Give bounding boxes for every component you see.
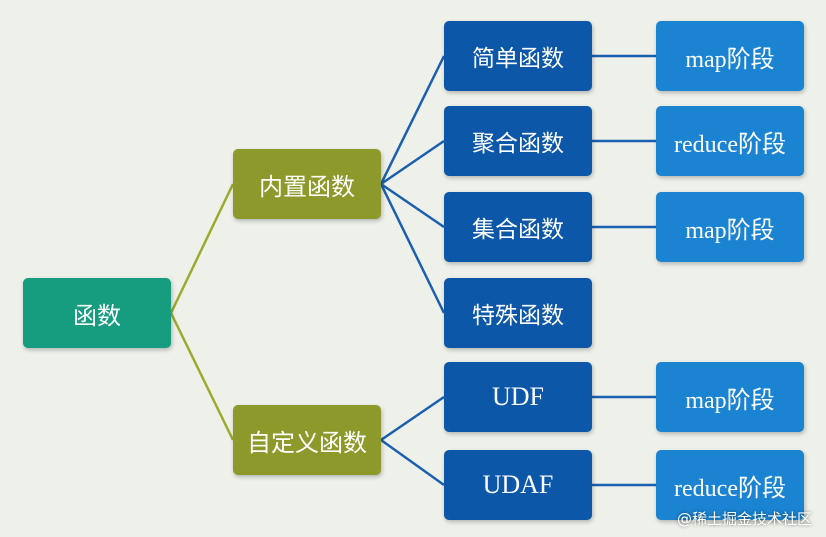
special-functions-node: 特殊函数 xyxy=(444,278,592,348)
custom-functions-label: 自定义函数 xyxy=(247,428,367,457)
collection-functions-label: 集合函数 xyxy=(472,217,564,243)
aggregate-functions-node: 聚合函数 xyxy=(444,106,592,176)
collection-functions-node: 集合函数 xyxy=(444,192,592,262)
udaf-node: UDAF xyxy=(444,450,592,520)
root-node: 函数 xyxy=(23,278,171,348)
builtin-functions-node: 内置函数 xyxy=(233,149,381,219)
simple-functions-node: 简单函数 xyxy=(444,21,592,91)
aggregate-functions-label: 聚合函数 xyxy=(472,131,564,157)
level1-to-level2-edges xyxy=(379,55,446,487)
simple-stage-node: map阶段 xyxy=(656,21,804,91)
udf-label: UDF xyxy=(491,382,544,411)
edge-root-builtin xyxy=(169,183,235,314)
udf-stage-node: map阶段 xyxy=(656,362,804,432)
simple-functions-label: 简单函数 xyxy=(472,46,564,72)
collection-stage-label: map阶段 xyxy=(685,217,775,244)
aggregate-stage-label: reduce阶段 xyxy=(674,131,786,158)
edge-builtin-simple xyxy=(379,55,446,185)
watermark: @稀土掘金技术社区 xyxy=(676,510,812,528)
udf-stage-label: map阶段 xyxy=(685,387,775,414)
edge-builtin-special xyxy=(379,183,446,314)
udaf-stage-node: reduce阶段 xyxy=(656,450,804,520)
udaf-label: UDAF xyxy=(482,470,554,499)
udf-node: UDF xyxy=(444,362,592,432)
custom-functions-node: 自定义函数 xyxy=(233,405,381,475)
builtin-functions-label: 内置函数 xyxy=(259,172,355,201)
special-functions-label: 特殊函数 xyxy=(472,303,564,329)
edge-root-custom xyxy=(169,312,235,441)
aggregate-stage-node: reduce阶段 xyxy=(656,106,804,176)
udaf-stage-label: reduce阶段 xyxy=(674,475,786,502)
simple-stage-label: map阶段 xyxy=(685,46,775,73)
edge-builtin-aggregate xyxy=(380,139,445,186)
root-to-level1-edges xyxy=(169,183,235,441)
edge-custom-udf xyxy=(380,395,445,442)
collection-stage-node: map阶段 xyxy=(656,192,804,262)
level2-to-level3-edges xyxy=(592,54,656,487)
edge-builtin-collection xyxy=(380,182,445,229)
edge-custom-udaf xyxy=(380,438,445,487)
root-node-label: 函数 xyxy=(73,301,121,330)
